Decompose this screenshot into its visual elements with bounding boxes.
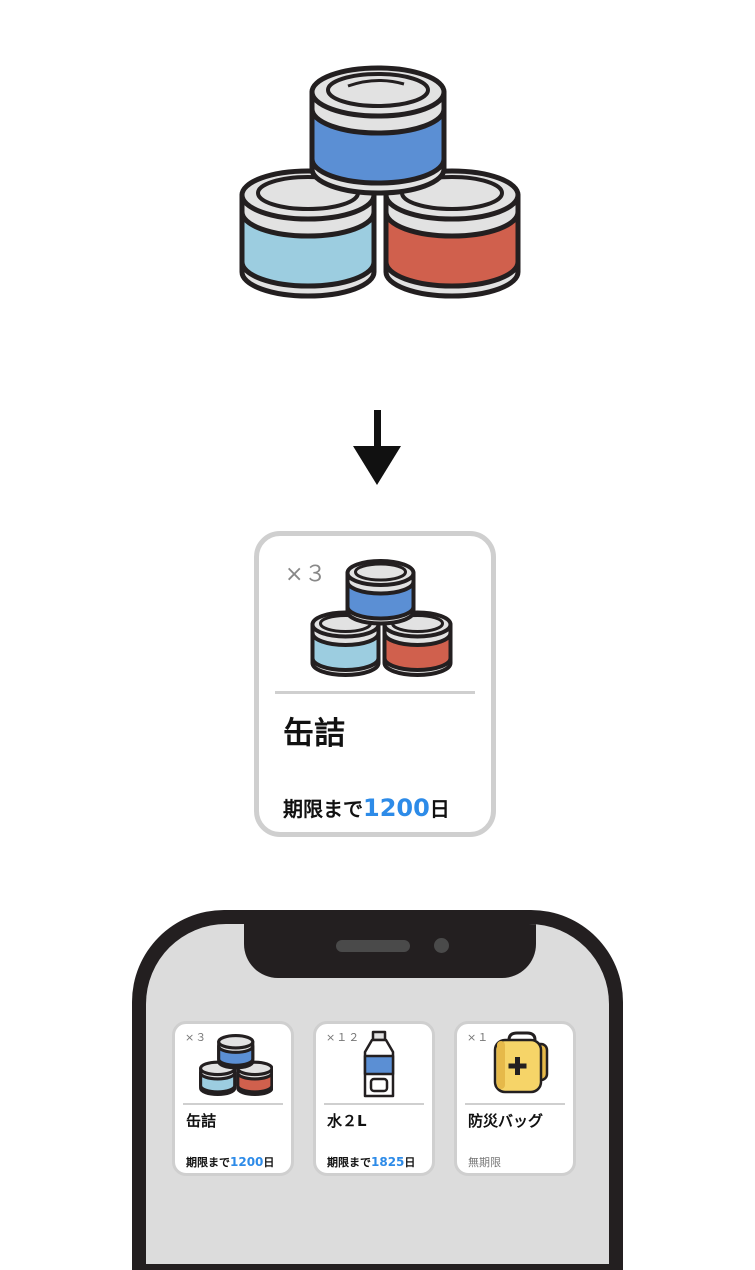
expiry-suffix: 日 xyxy=(429,797,450,821)
arrow-down-icon xyxy=(353,410,401,485)
expiry-prefix: 期限まで xyxy=(283,797,363,821)
expiry-text: 期限まで1200日 xyxy=(283,793,450,822)
quantity-label: ×３ xyxy=(285,562,328,587)
card-divider xyxy=(275,691,475,694)
expiry-text: 期限まで1200日 xyxy=(186,1154,274,1170)
item-name: 防災バッグ xyxy=(468,1112,544,1130)
water-bottle-icon xyxy=(363,1030,395,1098)
item-name: 水２L xyxy=(327,1112,367,1130)
phone-notch xyxy=(244,924,536,978)
camera-icon xyxy=(434,938,449,953)
item-name: 缶詰 xyxy=(283,716,345,752)
expiry-suffix: 日 xyxy=(263,1156,275,1169)
emergency-backpack-icon xyxy=(493,1031,549,1094)
canned-food-icon xyxy=(199,1034,273,1096)
expiry-days: 1200 xyxy=(230,1155,264,1169)
item-name: 缶詰 xyxy=(186,1112,217,1130)
expiry-days: 1200 xyxy=(363,794,430,822)
card-divider xyxy=(324,1103,424,1105)
card-divider xyxy=(183,1103,283,1105)
canned-food-illustration xyxy=(239,65,521,299)
quantity-label: ×１２ xyxy=(326,1031,361,1044)
card-divider xyxy=(465,1103,565,1105)
expiry-prefix: 期限まで xyxy=(186,1156,230,1169)
item-card-emergency-bag[interactable]: ×１ 防災バッグ 無期限 xyxy=(454,1021,576,1176)
item-card-canned-food[interactable]: ×３ 缶詰 期限まで1200日 xyxy=(172,1021,294,1176)
expiry-text: 期限まで1825日 xyxy=(327,1154,415,1170)
item-card-canned-food[interactable]: ×３ 缶詰 期限まで1200日 xyxy=(254,531,496,837)
item-card-water[interactable]: ×１２ 水２L 期限まで1825日 xyxy=(313,1021,435,1176)
speaker-grille xyxy=(336,940,410,952)
expiry-text: 無期限 xyxy=(468,1156,501,1169)
quantity-label: ×３ xyxy=(185,1031,208,1044)
expiry-suffix: 日 xyxy=(404,1156,416,1169)
expiry-days: 1825 xyxy=(371,1155,405,1169)
quantity-label: ×１ xyxy=(467,1031,490,1044)
canned-food-icon xyxy=(310,559,453,677)
expiry-prefix: 期限まで xyxy=(327,1156,371,1169)
